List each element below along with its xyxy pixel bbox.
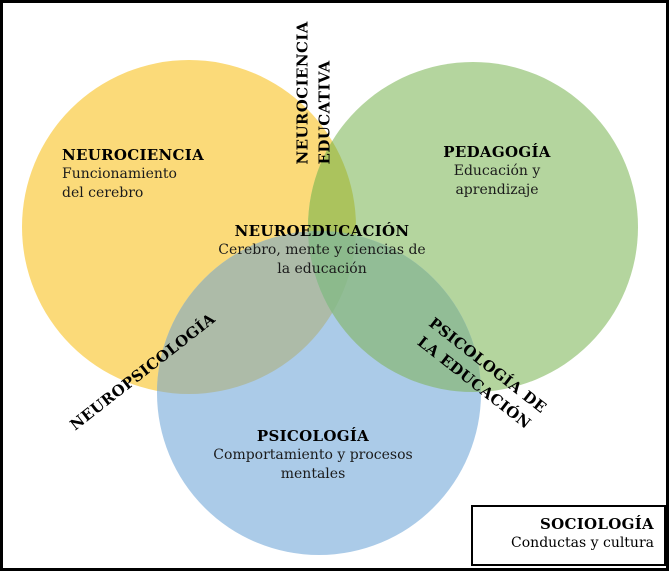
pedagogia-desc-line1: Educación y <box>453 163 541 179</box>
sociologia-title: SOCIOLOGÍA <box>540 515 654 533</box>
psicologia-label: PSICOLOGÍA Comportamiento y procesos men… <box>173 426 453 484</box>
neurociencia-educativa-label: NEUROCIENCIA EDUCATIVA <box>292 20 336 165</box>
neuroeducacion-title: NEUROEDUCACIÓN <box>234 222 410 240</box>
pedagogia-psicologia-overlap <box>308 231 481 392</box>
neurociencia-label: NEUROCIENCIA Funcionamiento del cerebro <box>62 145 204 203</box>
neurociencia-title: NEUROCIENCIA <box>62 146 205 164</box>
sociologia-box: SOCIOLOGÍA Conductas y cultura <box>471 505 666 566</box>
neurociencia-desc-line2: del cerebro <box>62 185 144 201</box>
pedagogia-label: PEDAGOGÍA Educación y aprendizaje <box>407 142 587 200</box>
psicologia-desc-line2: mentales <box>280 466 346 482</box>
sociologia-desc: Conductas y cultura <box>511 535 654 551</box>
neuroeducacion-label: NEUROEDUCACIÓN Cerebro, mente y ciencias… <box>182 221 462 279</box>
venn-circles-canvas <box>22 60 638 555</box>
neuroeducacion-desc-line1: Cerebro, mente y ciencias de <box>218 242 426 258</box>
pedagogia-desc-line2: aprendizaje <box>455 182 539 198</box>
neurociencia-educativa-line2: EDUCATIVA <box>315 60 334 165</box>
psicologia-title: PSICOLOGÍA <box>256 427 370 445</box>
neuroeducacion-desc-line2: la educación <box>277 261 367 277</box>
pedagogia-title: PEDAGOGÍA <box>443 143 551 161</box>
neurociencia-educativa-line1: NEUROCIENCIA <box>293 21 312 165</box>
psicologia-desc-line1: Comportamiento y procesos <box>213 447 413 463</box>
neurociencia-desc-line1: Funcionamiento <box>62 166 177 182</box>
